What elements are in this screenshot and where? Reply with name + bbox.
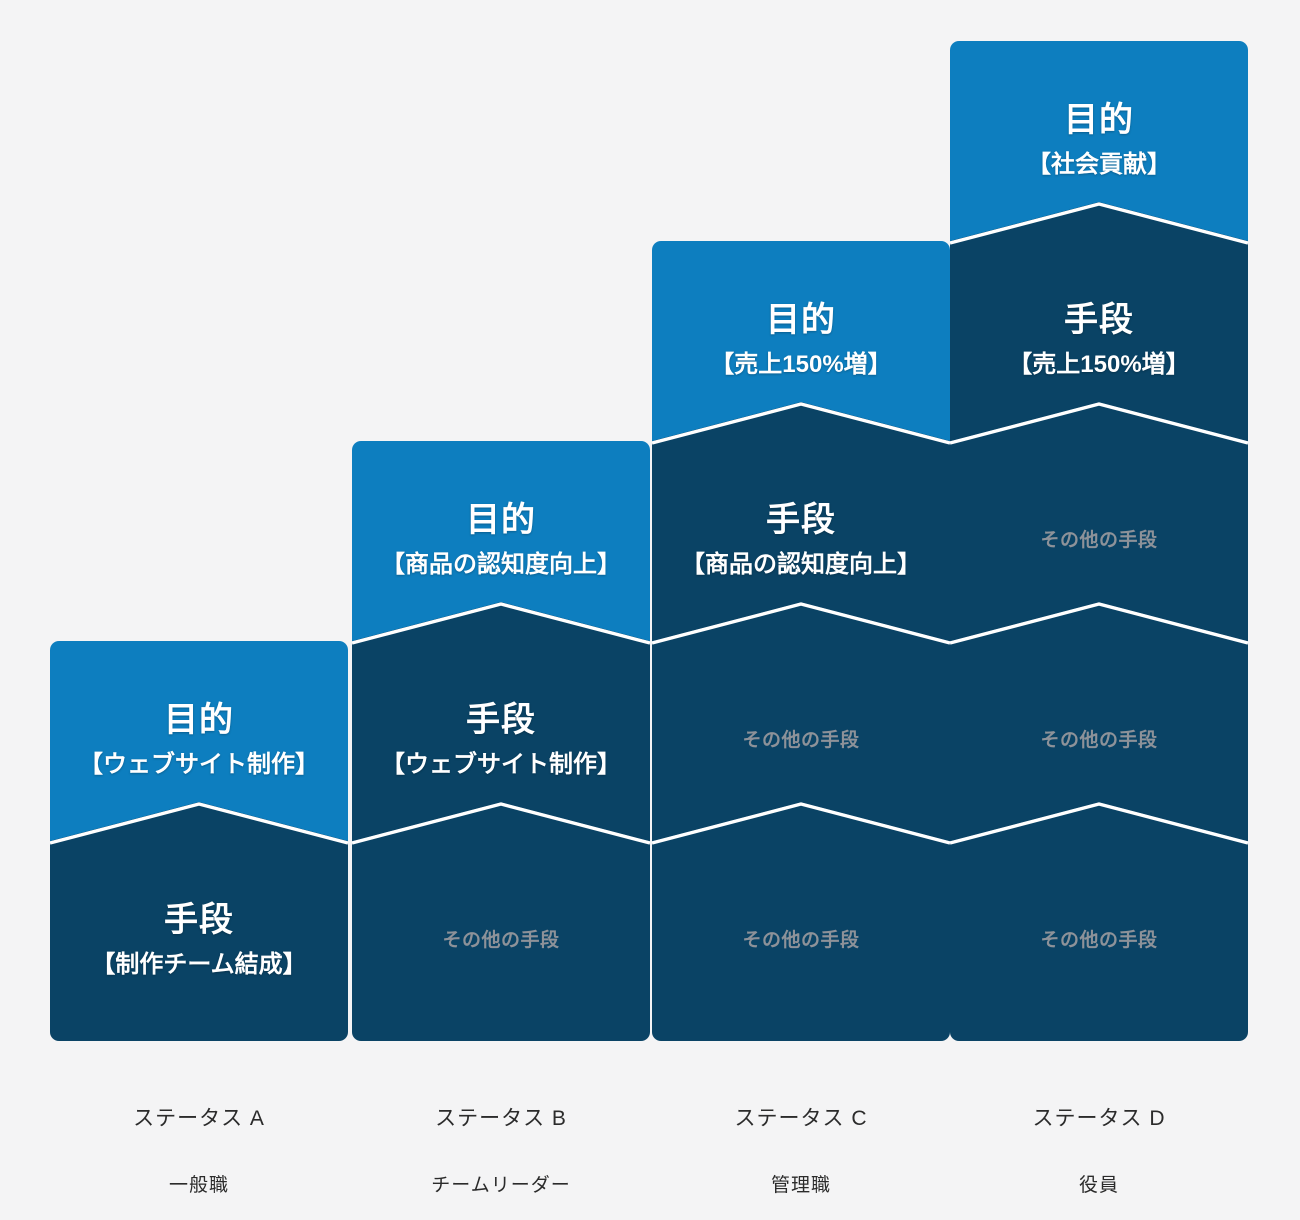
status-column-status-a[interactable]: 目的【ウェブサイト制作】手段【制作チーム結成】 [50, 641, 348, 1041]
segment-subtitle: 【売上150%増】 [1008, 351, 1190, 379]
segment-subtitle: 【ウェブサイト制作】 [381, 751, 621, 779]
tier-stack: 目的【商品の認知度向上】手段【ウェブサイト制作】その他の手段 [352, 441, 650, 1041]
segment-title: 手段 [164, 900, 234, 939]
column-labels-status-d: ステータス D 役員 [950, 1108, 1248, 1195]
tier-stack: 目的【ウェブサイト制作】手段【制作チーム結成】 [50, 641, 348, 1041]
segment-title: 手段 [1064, 300, 1134, 339]
segment-subtitle: 【商品の認知度向上】 [681, 551, 921, 579]
role-label: 管理職 [770, 1175, 831, 1196]
other-means-segment[interactable]: その他の手段 [950, 602, 1248, 841]
segment-title: その他の手段 [1040, 929, 1158, 951]
status-label: ステータス C [734, 1107, 868, 1130]
status-label: ステータス B [435, 1107, 567, 1130]
segment-title: 手段 [466, 700, 536, 739]
means-segment[interactable]: 手段【制作チーム結成】 [50, 802, 348, 1041]
column-labels-status-c: ステータス C 管理職 [652, 1108, 950, 1195]
other-means-segment[interactable]: その他の手段 [950, 802, 1248, 1041]
status-column-status-c[interactable]: 目的【売上150%増】手段【商品の認知度向上】その他の手段その他の手段 [652, 241, 950, 1041]
segment-subtitle: 【ウェブサイト制作】 [79, 751, 319, 779]
column-labels-status-b: ステータス B チームリーダー [352, 1108, 650, 1195]
segment-title: 手段 [766, 500, 836, 539]
role-label: チームリーダー [431, 1175, 571, 1196]
status-label: ステータス D [1032, 1107, 1166, 1130]
status-column-status-b[interactable]: 目的【商品の認知度向上】手段【ウェブサイト制作】その他の手段 [352, 441, 650, 1041]
segment-title: 目的 [766, 300, 836, 339]
status-label: ステータス A [133, 1107, 265, 1130]
segment-title: その他の手段 [742, 929, 860, 951]
other-means-segment[interactable]: その他の手段 [652, 802, 950, 1041]
role-label: 役員 [1078, 1175, 1119, 1196]
segment-title: その他の手段 [1040, 729, 1158, 751]
segment-subtitle: 【商品の認知度向上】 [381, 551, 621, 579]
status-column-status-d[interactable]: 目的【社会貢献】手段【売上150%増】その他の手段その他の手段その他の手段 [950, 41, 1248, 1041]
segment-subtitle: 【売上150%増】 [710, 351, 892, 379]
segment-title: その他の手段 [742, 729, 860, 751]
segment-subtitle: 【社会貢献】 [1027, 151, 1171, 179]
role-label: 一般職 [168, 1175, 229, 1196]
tier-stack: 目的【社会貢献】手段【売上150%増】その他の手段その他の手段その他の手段 [950, 41, 1248, 1041]
other-means-segment[interactable]: その他の手段 [652, 602, 950, 841]
other-means-segment[interactable]: その他の手段 [352, 802, 650, 1041]
segment-title: 目的 [1064, 100, 1134, 139]
column-labels-status-a: ステータス A 一般職 [50, 1108, 348, 1195]
segment-title: 目的 [466, 500, 536, 539]
segment-title: その他の手段 [1040, 529, 1158, 551]
segment-title: その他の手段 [442, 929, 560, 951]
tier-stack: 目的【売上150%増】手段【商品の認知度向上】その他の手段その他の手段 [652, 241, 950, 1041]
segment-title: 目的 [164, 700, 234, 739]
segment-subtitle: 【制作チーム結成】 [91, 951, 307, 979]
means-segment[interactable]: 手段【商品の認知度向上】 [652, 402, 950, 641]
other-means-segment[interactable]: その他の手段 [950, 402, 1248, 641]
